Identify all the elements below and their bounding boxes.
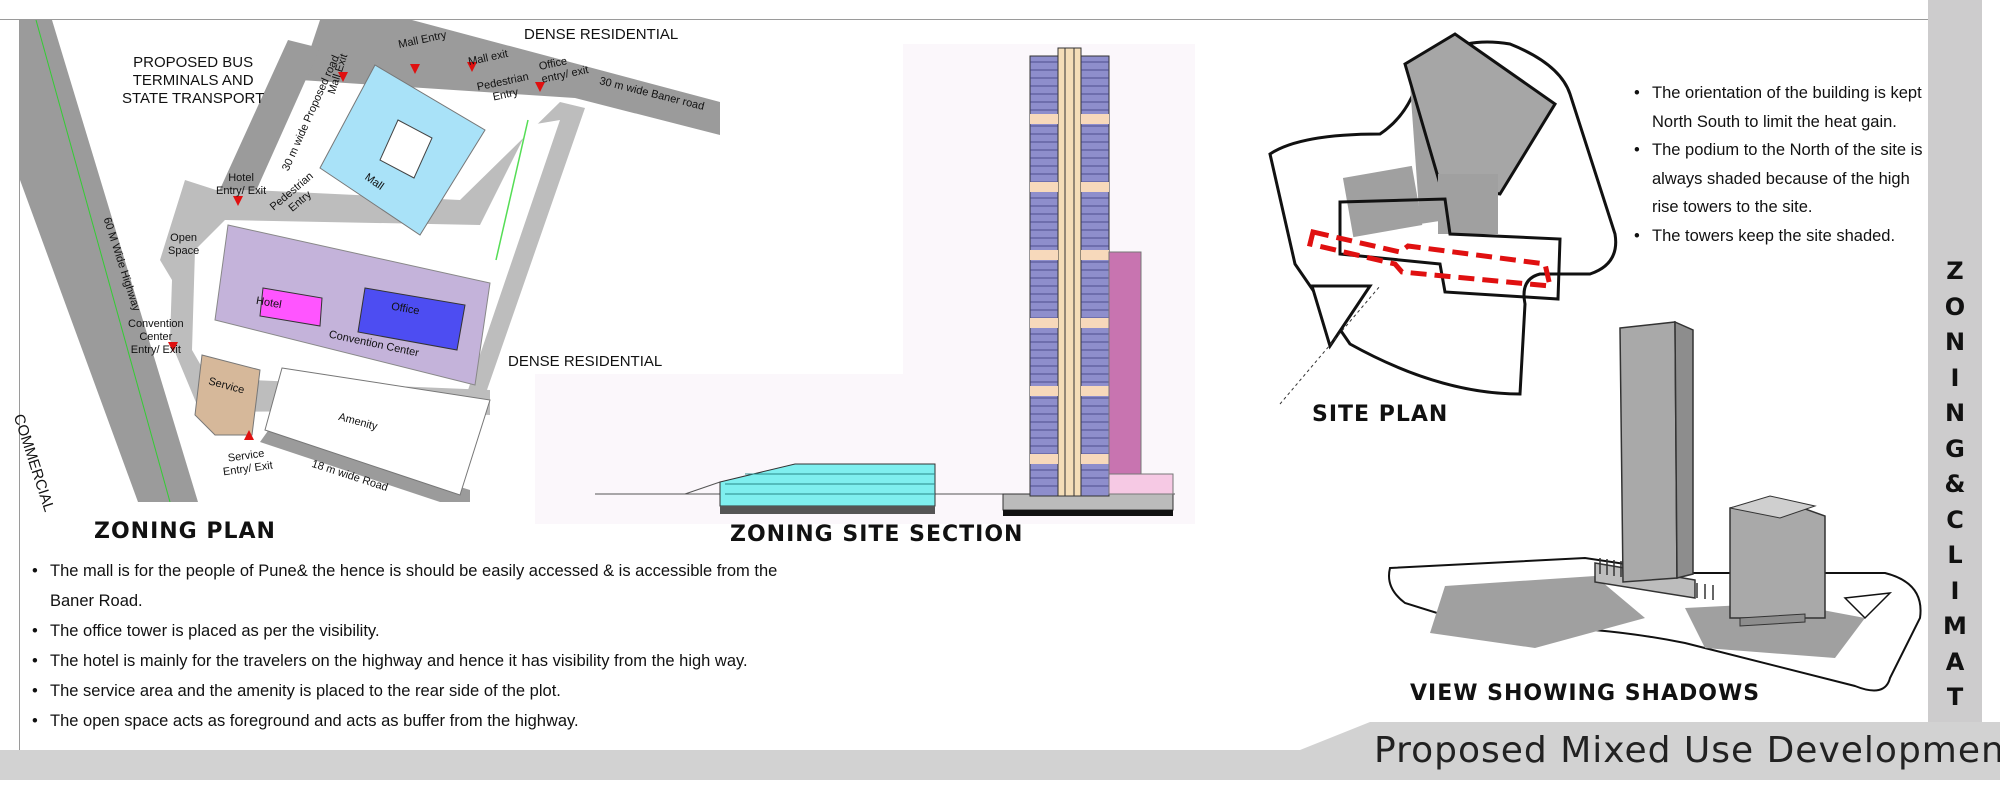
service-block: [194, 354, 261, 436]
road-18m: [260, 428, 470, 502]
north-dotted-line: [1279, 285, 1381, 405]
note-item: The open space acts as foreground and ac…: [28, 706, 828, 736]
sidebar-letter: I: [1950, 363, 1960, 392]
right-triangle-lot: [1843, 592, 1893, 620]
sidebar-letter: N: [1944, 399, 1966, 427]
site-plan-heading: SITE PLAN: [1312, 402, 1449, 427]
sidebar-letter: M: [1943, 612, 1967, 640]
note-item: The orientation of the building is kept: [1630, 79, 1930, 108]
tower-refuge-floor: [1081, 250, 1109, 260]
sidebar-title-strip: Z O N I N G & C L I M A T E: [1928, 0, 1982, 747]
pink-tower: [1108, 251, 1142, 475]
zoning-section-heading: ZONING SITE SECTION: [730, 522, 1024, 547]
mall-court: [379, 119, 433, 179]
tower-refuge-floor: [1030, 318, 1058, 328]
office-block: [357, 287, 466, 351]
sidebar-letter: O: [1944, 292, 1966, 321]
tower-basement-slab: [1003, 510, 1173, 516]
footer-band: [0, 722, 2000, 800]
site-plan-drawing: [1268, 32, 1618, 405]
tower-outline: [1403, 32, 1558, 196]
tower-refuge-floor: [1081, 182, 1109, 192]
shadow-tower-front: [1619, 321, 1678, 583]
sidebar-letter: I: [1950, 576, 1960, 605]
sidebar-letter: C: [1946, 505, 1964, 534]
label-convention-entry: Convention Center Entry/ Exit: [128, 318, 184, 356]
slope-line: [684, 481, 721, 495]
shadow-view-drawing: [1388, 320, 1922, 692]
tower-refuge-floor: [1081, 318, 1109, 328]
pink-tower-base: [1108, 473, 1174, 495]
left-frame-line: [19, 19, 20, 800]
tower-refuge-floors: [1030, 114, 1109, 464]
sidebar-letter: L: [1947, 541, 1963, 569]
note-item: The service area and the amenity is plac…: [28, 676, 828, 706]
site-plan-notes: The orientation of the building is kept …: [1630, 79, 1930, 250]
tower-refuge-floor: [1081, 386, 1109, 396]
sidebar-title-letters: Z O N I N G & C L I M A T E: [1928, 254, 1982, 751]
entry-arrows: [168, 62, 545, 440]
podium-floor-lines: [725, 473, 935, 495]
tower-refuge-floor: [1081, 454, 1109, 464]
note-item: The podium to the North of the site is: [1630, 136, 1930, 165]
green-path: [495, 119, 529, 261]
ground-shadow-left: [1430, 576, 1645, 648]
tower-refuge-floor: [1081, 114, 1109, 124]
tower-refuge-floor: [1030, 454, 1058, 464]
shadow-tower-side: [1674, 320, 1694, 579]
zoning-section-drawing: [535, 44, 1195, 524]
sidebar-letter: T: [1946, 683, 1964, 711]
zoning-plan-notes: The mall is for the people of Pune& the …: [28, 556, 828, 736]
shadow-view-heading: VIEW SHOWING SHADOWS: [1410, 681, 1761, 706]
zoning-plan-map: [20, 20, 720, 502]
shadow-canopy: [1739, 613, 1806, 627]
label-bus-terminal: PROPOSED BUS TERMINALS AND STATE TRANSPO…: [122, 54, 265, 107]
sidebar-letter: N: [1944, 328, 1966, 356]
note-item: The mall is for the people of Pune& the …: [28, 556, 828, 586]
label-dense-residential-top: DENSE RESIDENTIAL: [524, 26, 679, 43]
zoning-plan-heading: ZONING PLAN: [94, 519, 276, 544]
label-hotel-entry: Hotel Entry/ Exit: [216, 172, 267, 197]
convention-block: [214, 224, 491, 386]
shadow-block-top: [1729, 495, 1817, 519]
tower-refuge-floor: [1030, 114, 1058, 124]
tower-refuge-floor: [1030, 386, 1058, 396]
highway-centerline: [35, 20, 171, 502]
note-item-continuation: rise towers to the site.: [1652, 198, 1813, 216]
amenity-block: [264, 367, 491, 496]
hotel-block: [259, 287, 323, 327]
baner-road: [300, 20, 720, 135]
tower-refuge-floor: [1030, 250, 1058, 260]
sidebar-letter: G: [1945, 434, 1965, 463]
note-item: The towers keep the site shaded.: [1630, 222, 1930, 251]
highway-road: [20, 20, 198, 502]
sidebar-letter: Z: [1946, 257, 1964, 285]
podium-columns: [1599, 558, 1714, 600]
note-item-continuation: always shaded because of the high: [1652, 169, 1910, 188]
top-frame-line: [0, 19, 1928, 20]
proposed-road: [216, 40, 320, 200]
note-item: The hotel is mainly for the travelers on…: [28, 646, 828, 676]
sidebar-letter: A: [1945, 647, 1965, 676]
note-item-continuation: Baner Road.: [50, 592, 143, 610]
tower-core: [1057, 47, 1082, 497]
note-item: The office tower is placed as per the vi…: [28, 616, 828, 646]
label-open-space: Open Space: [168, 232, 200, 257]
label-dense-residential-mid: DENSE RESIDENTIAL: [508, 353, 663, 370]
podium-base: [720, 506, 935, 514]
sidebar-letter: &: [1944, 470, 1966, 498]
tower-refuge-floor: [1030, 182, 1058, 192]
footer-title: Proposed Mixed Use Development: [1374, 730, 2000, 771]
site-triangle: [1309, 284, 1373, 350]
note-item-continuation: North South to limit the heat gain.: [1652, 112, 1897, 131]
